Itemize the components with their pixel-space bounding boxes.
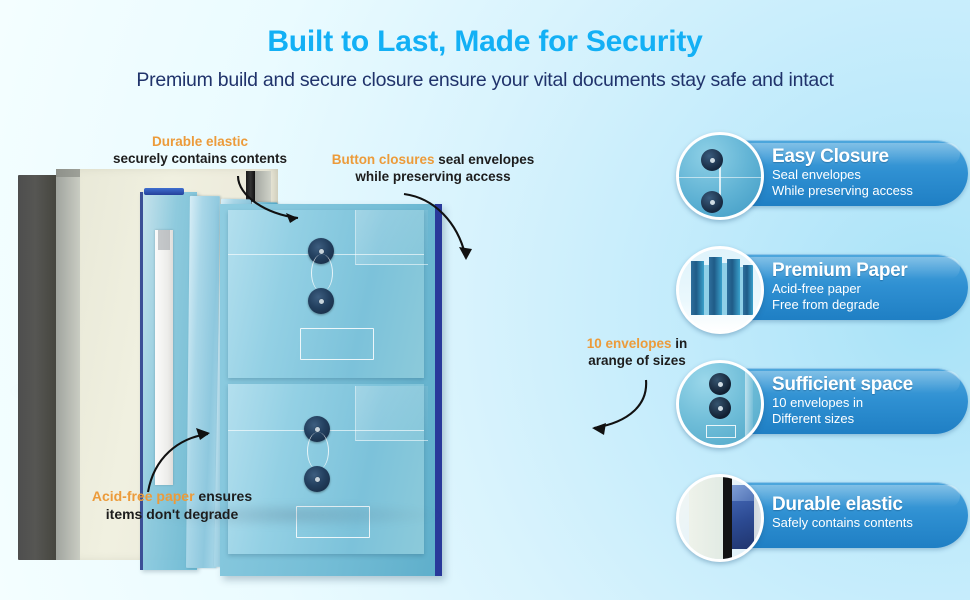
callout-highlight: Acid-free paper <box>91 488 195 504</box>
envelope-flap <box>355 210 428 265</box>
closure-string <box>311 254 333 292</box>
feature-card-durable-elastic[interactable]: Durable elastic Safely contains contents <box>672 474 970 562</box>
envelope-label-box <box>296 506 370 538</box>
card-line-2: Different sizes <box>772 410 855 426</box>
stacked-paper-sheets-icon <box>676 246 764 334</box>
callout-rest: seal envelopes <box>434 152 535 167</box>
callout-ten-envelopes: 10 envelopes in arange of sizes <box>578 336 696 370</box>
card-title: Easy Closure <box>772 146 889 167</box>
card-line-2: While preserving access <box>772 182 913 198</box>
callout-durable-elastic: Durable elastic securely contains conten… <box>80 134 320 168</box>
card-title: Durable elastic <box>772 494 903 515</box>
envelope-front-icon <box>676 360 764 448</box>
callout-button-closures: Button closures seal envelopes while pre… <box>318 152 548 186</box>
card-text: Durable elastic Safely contains contents <box>772 495 962 531</box>
page-title: Built to Last, Made for Security <box>267 25 703 58</box>
closure-string <box>307 432 329 470</box>
elastic-strap-icon <box>676 474 764 562</box>
callout-rest: in <box>671 336 688 351</box>
binder-spine <box>18 175 56 560</box>
index-label-strip <box>155 230 173 485</box>
callout-line1: Button closures seal envelopes <box>318 152 548 169</box>
envelope-label-box <box>300 328 374 360</box>
header: Built to Last, Made for Security Premium… <box>0 0 970 91</box>
callout-line1: 10 envelopes in <box>578 336 696 353</box>
card-line-2: Free from degrade <box>772 296 880 312</box>
closure-button <box>304 466 330 492</box>
callout-highlight: 10 envelopes <box>586 336 672 351</box>
product-photo <box>0 150 620 590</box>
divider-tab <box>144 188 184 195</box>
envelope-upper <box>228 210 428 378</box>
closure-button <box>308 288 334 314</box>
card-title: Sufficient space <box>772 374 913 395</box>
front-envelopes <box>220 204 442 576</box>
page-subtitle: Premium build and secure closure ensure … <box>136 68 834 91</box>
card-text: Easy Closure Seal envelopes While preser… <box>772 147 962 198</box>
binder-edge <box>56 175 80 560</box>
callout-line2: arange of sizes <box>588 352 686 368</box>
envelope-shadow <box>150 502 440 528</box>
card-line-1: Seal envelopes <box>772 166 861 182</box>
card-line-1: 10 envelopes in <box>772 394 864 410</box>
card-line-1: Safely contains contents <box>772 514 913 530</box>
callout-line2: items don't degrade <box>105 505 239 522</box>
card-text: Premium Paper Acid-free paper Free from … <box>772 261 962 312</box>
callout-line2: while preserving access <box>355 168 511 184</box>
card-line-1: Acid-free paper <box>772 280 861 296</box>
envelope-lower <box>228 384 428 554</box>
callout-acid-free-paper: Acid-free paper ensures items don't degr… <box>52 488 292 523</box>
envelope-closure-buttons-icon <box>676 132 764 220</box>
callout-line1: Acid-free paper ensures <box>52 488 292 506</box>
callout-rest: ensures <box>194 488 253 504</box>
card-title: Premium Paper <box>772 260 908 281</box>
callout-line2: securely contains contents <box>112 150 288 166</box>
callout-highlight: Button closures <box>331 152 435 167</box>
divider-fan <box>140 188 410 580</box>
feature-card-easy-closure[interactable]: Easy Closure Seal envelopes While preser… <box>672 132 970 220</box>
feature-card-sufficient-space[interactable]: Sufficient space 10 envelopes in Differe… <box>672 360 970 448</box>
feature-cards: Easy Closure Seal envelopes While preser… <box>672 132 970 588</box>
envelope-flap <box>355 386 428 441</box>
feature-card-premium-paper[interactable]: Premium Paper Acid-free paper Free from … <box>672 246 970 334</box>
callout-highlight: Durable elastic <box>151 134 249 149</box>
card-text: Sufficient space 10 envelopes in Differe… <box>772 375 962 426</box>
